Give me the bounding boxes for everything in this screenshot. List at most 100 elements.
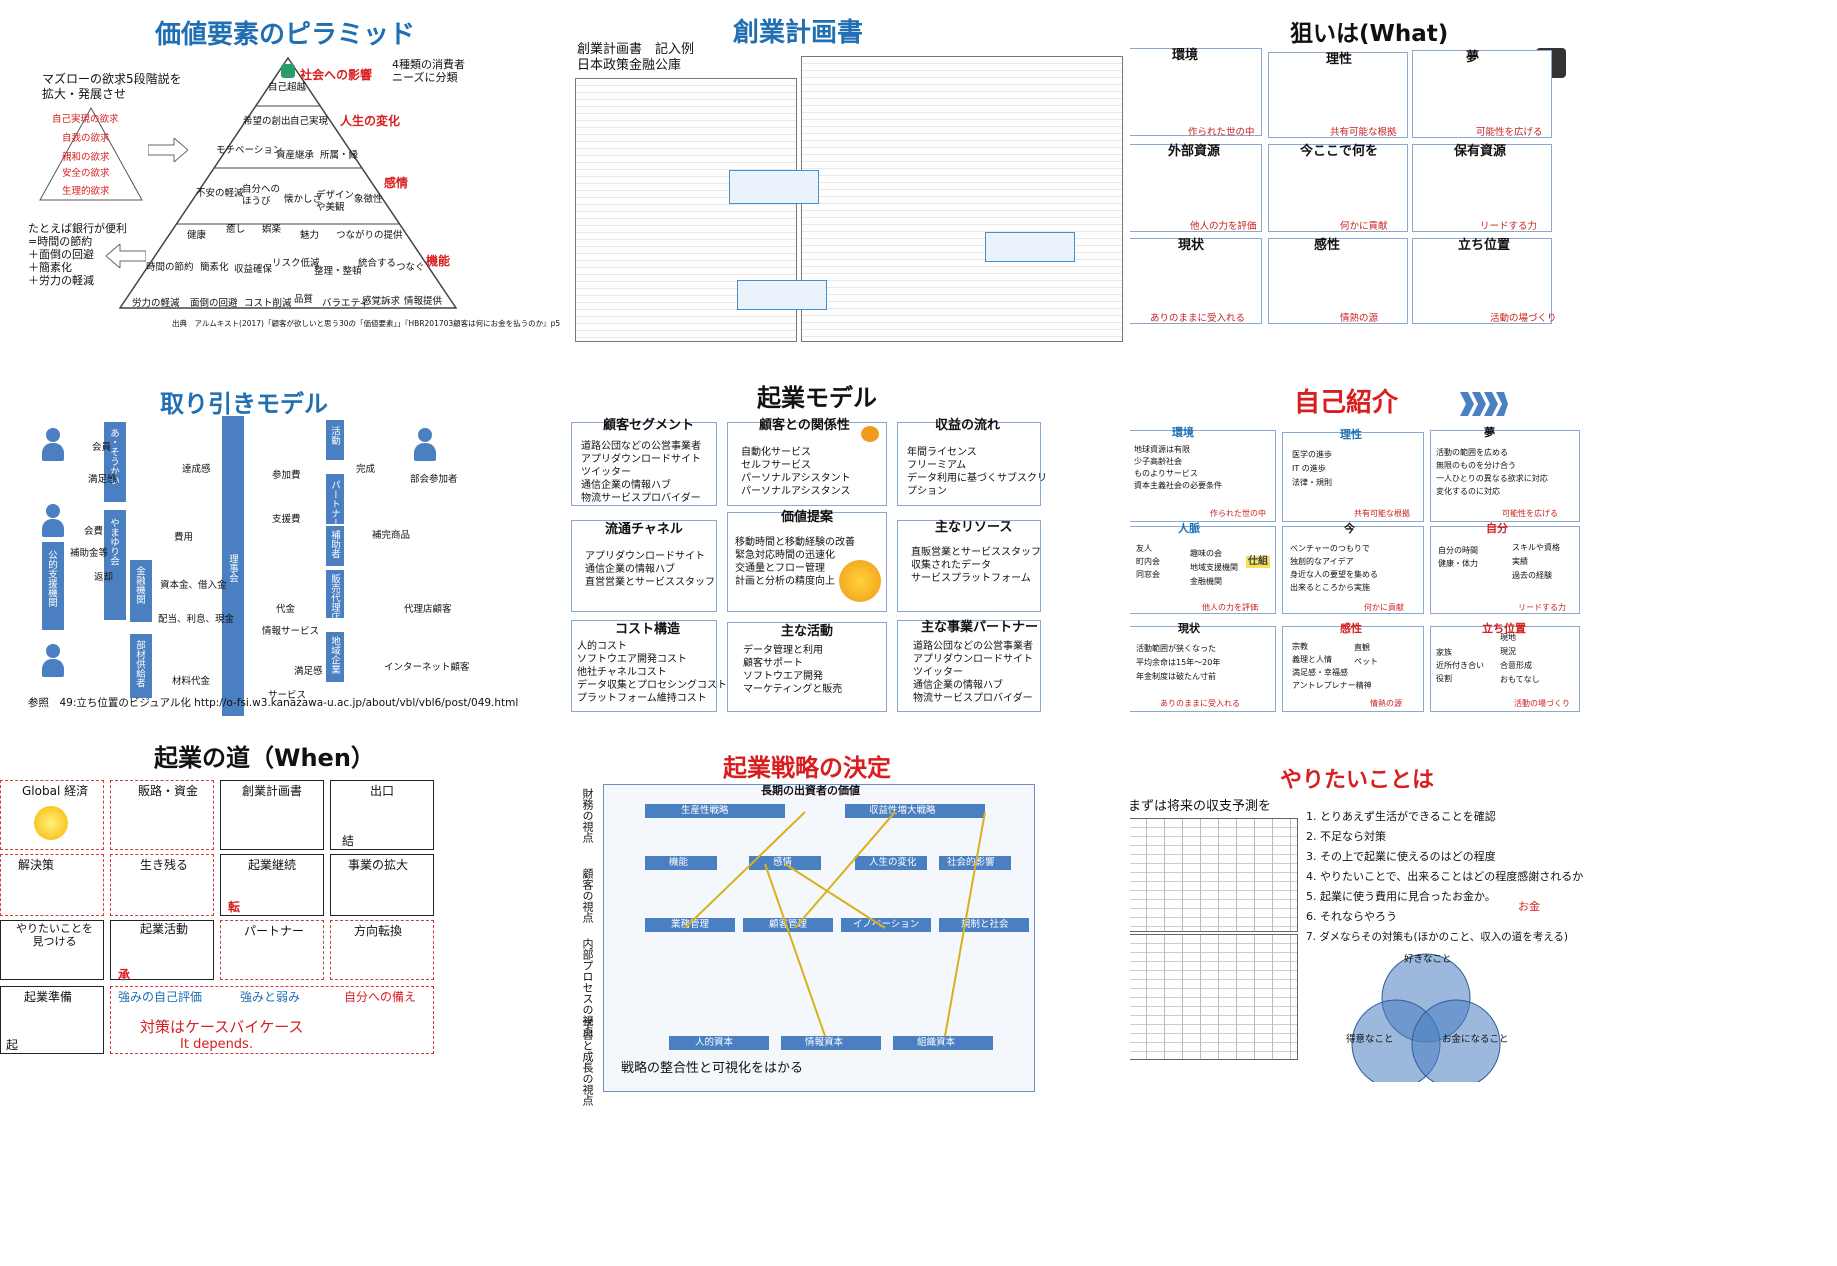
block-body: 直販営業とサービススタッフ 収集されたデータ サービスプラットフォーム [911,547,1041,584]
element-quality: 品質 [294,294,314,305]
cell-label: 出口 [370,784,395,798]
extra-label: 趣味の会 [1190,549,1222,558]
sun-graphic-icon [839,560,881,602]
cell-foot: 可能性を広げる [1476,127,1543,138]
element-reduces-anxiety: 不安の軽減 [196,188,244,199]
cell-head: 人脈 [1178,522,1200,535]
element-connects: つなぐ [396,262,425,273]
kanji-sho: 承 [118,968,131,982]
element-informs: 情報提供 [404,296,443,307]
element-provides-access: つながりの提供 [336,230,403,241]
maslow-level-4: 安全の欲求 [62,168,110,179]
label-supplier: 部材供給者 [134,640,145,688]
block-body: 人的コスト ソフトウエア開発コスト 他社チャネルコスト データ収集とプロセシング… [577,641,727,704]
road-cell-sales-funds [110,780,214,850]
flow-label: 達成感 [182,464,211,475]
element-therapeutic: 癒し [226,224,246,235]
cell-body: 活動範囲が狭くなった 平均余命は15年～20年 年金制度は破たん寸前 [1136,644,1221,681]
what-cell-internal [1412,144,1552,232]
road-cell-activity [110,920,214,980]
cell-foot: リードする力 [1518,603,1566,612]
learn-info [781,1036,881,1050]
bar-agency [326,570,344,618]
intro-cell-current [1130,626,1276,712]
block-head: 収益の流れ [935,418,1001,433]
cell-label: 起業継続 [248,858,297,872]
element-simplifies: 簡素化 [200,262,229,273]
label-yamayuri: やまゆり会 [108,518,119,566]
cell-head: 環境 [1172,48,1199,63]
label-public-support: 公的支援機関 [46,550,57,607]
level-function: 機能 [426,254,451,268]
cell-label: やりたいことを 見つける [16,922,93,948]
element-affiliation: 所属・縁 [320,150,359,161]
cell-label: 創業計画書 [242,784,303,798]
maslow-level-5: 生理的欲求 [62,186,110,197]
cell-head: 現状 [1178,622,1200,635]
panel-strategy-decision: 起業戦略の決定 財務の視点 顧客の視点 内部プロセスの視点 学習と成長の視点 長… [565,728,1125,1266]
panel-title: 起業モデル [757,384,877,412]
road-cell-prepare [0,986,104,1054]
venn-money: お金になること [1442,1034,1509,1045]
bmc-key-partners [897,620,1041,712]
proc-regulatory-label: 規制と社会 [961,919,1009,930]
cell-head: 外部資源 [1168,144,1221,159]
flow-label: インターネット顧客 [384,662,470,673]
element-variety: バラエティ [322,298,369,309]
element-self-actualization: 自己実現 [290,116,329,127]
flow-label: 完成 [356,464,376,475]
panel-title: 自己紹介 [1294,388,1399,418]
extra-label: 実績 [1512,557,1528,566]
intro-cell-self [1430,526,1580,614]
cell-body: 活動の範囲を広める 無限のものを分け合う 一人ひとりの異なる欲求に対応 変化する… [1436,448,1548,496]
what-cell-sensibility [1268,238,1408,324]
block-body: 移動時間と移動経験の改善 緊急対応時間の迅速化 交通量とフロー管理 計画と分析の… [735,537,855,587]
flow-label: 部会参加者 [410,474,458,485]
element-reduces-risk: リスク低減 [272,258,320,269]
panel-title: 創業計画書 [733,18,864,48]
bar-asokai [104,422,126,502]
step-4: 4. やりたいことで、出来ることはどの程度感謝されるか [1306,870,1584,883]
element-self-transcendence: 自己超越 [268,82,307,93]
cell-foot: 共有可能な根拠 [1354,509,1410,518]
element-reduces-cost: コスト削減 [244,298,292,309]
road-cell-survive [110,854,214,916]
road-cell-continue [220,854,324,916]
road-cell-find [0,920,104,980]
cell-head: 今ここで何を [1300,144,1379,159]
strategy-links [684,811,986,1037]
intro-cell-network [1130,526,1276,614]
bmc-customer-relationships [727,422,887,506]
element-badge-value: 象徴性 [354,194,383,205]
element-fun: 娯楽 [262,224,282,235]
level-social: 社会への影響 [300,68,373,82]
what-cell-external [1130,144,1262,232]
intro-cell-dream [1430,430,1580,522]
cell-body: 友人 町内会 同窓会 [1136,544,1160,579]
flow-label: 情報サービス [262,626,320,637]
label-assistant: 補助者 [329,530,340,559]
participant-person-icon [414,428,436,462]
extra-label: 金融機関 [1190,577,1222,586]
extra-label: 現況 [1500,647,1516,656]
flow-label: 参加費 [272,470,301,481]
cell-foot: 何かに貢献 [1340,221,1388,232]
block-head: 流通チャネル [605,522,683,537]
cell-body: ベンチャーのつもりで 独創的なアイデア 身近な人の要望を集める 出来るところから… [1290,544,1378,592]
cell-label: 販路・資金 [138,784,199,798]
panel-title: 起業の道（When） [154,744,375,772]
note-it-depends: It depends. [180,1037,253,1052]
flow-label: 費用 [174,532,194,543]
cust-life-change-label: 人生の変化 [869,857,917,868]
kanji-ki: 起 [6,1038,19,1052]
road-cell-exit [330,780,434,850]
element-nostalgia: 懐かしさ [284,194,323,205]
cell-head: 現状 [1178,238,1205,253]
cell-foot: 作られた世の中 [1188,127,1255,138]
step-1: 1. とりあえず生活ができることを確認 [1306,810,1496,823]
venn-diagram [1351,953,1501,1082]
proc-customer-label: 顧客管理 [769,919,808,930]
source-note: 出典 アルムキスト(2017)「顧客が欲しいと思う30の「価値要素」」『HBR2… [172,319,560,328]
element-rewards-me: 自分への ほうび [242,184,281,207]
kanji-ten: 転 [228,900,241,914]
